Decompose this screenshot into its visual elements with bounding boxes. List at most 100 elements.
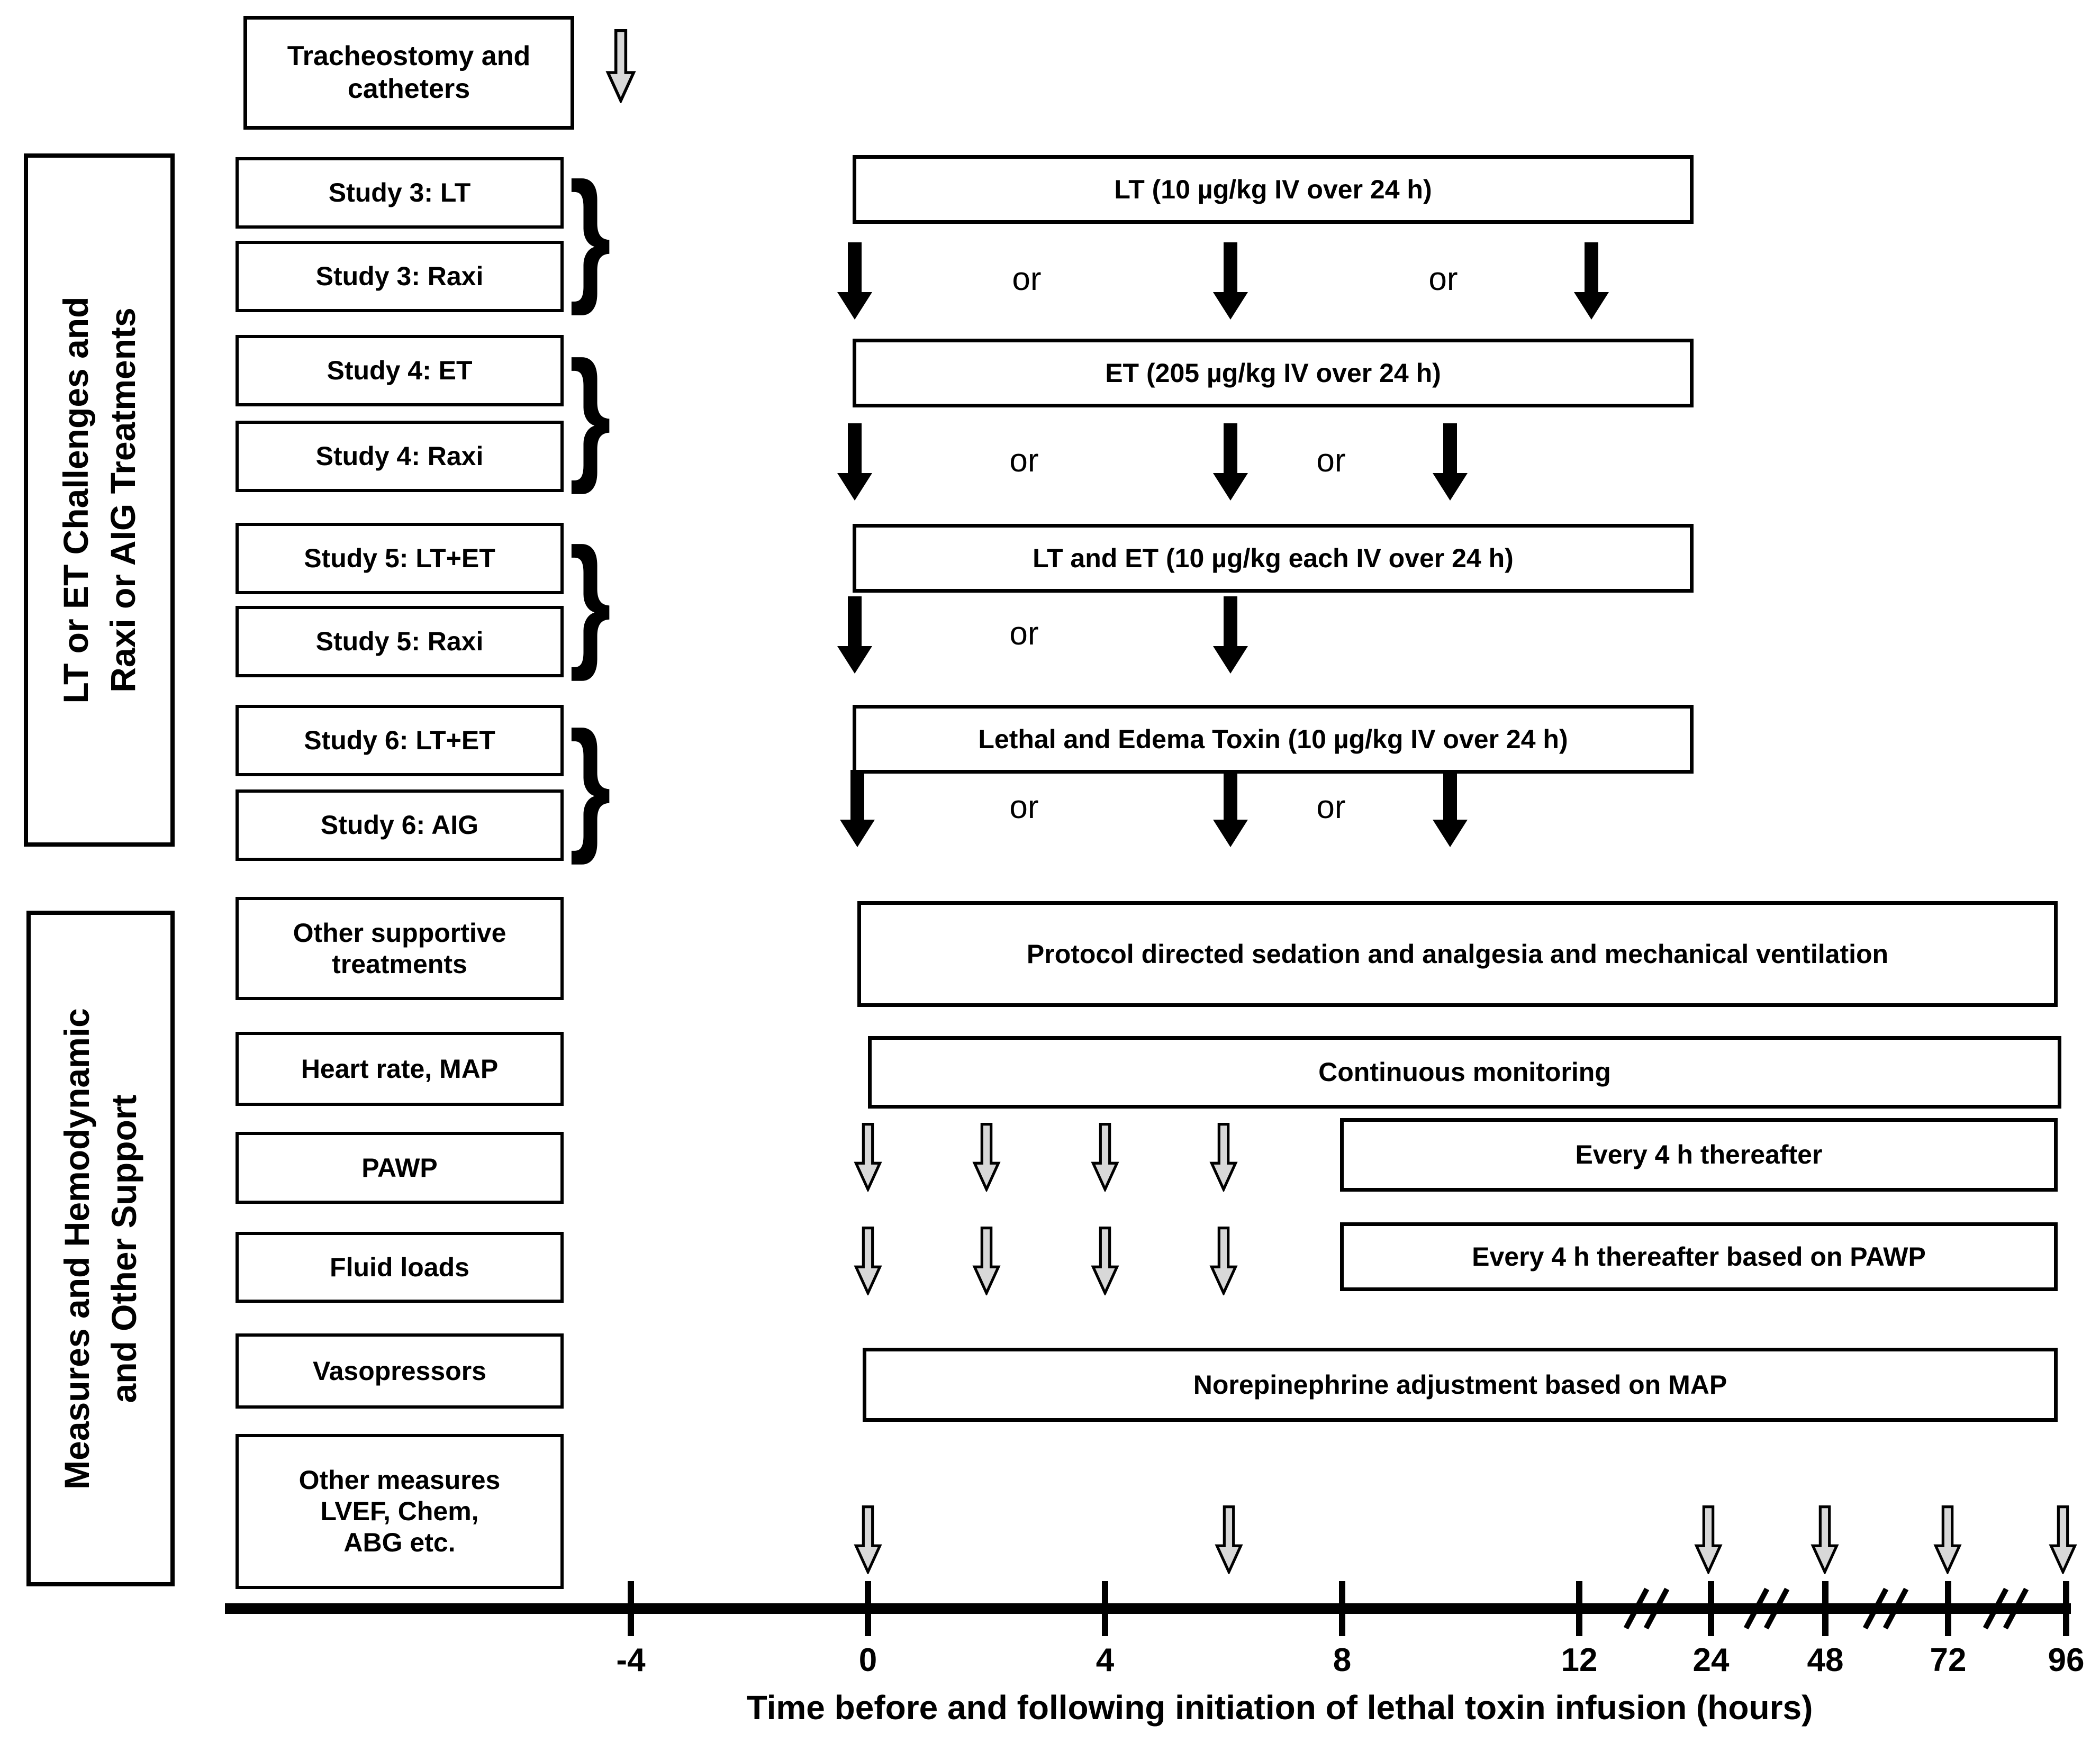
other-supportive-label: Other supportive treatments	[293, 918, 506, 979]
treatment-arrow-icon	[1574, 242, 1609, 320]
tick-label-4: 4	[1096, 1642, 1115, 1678]
heart-rate-map-label: Heart rate, MAP	[301, 1054, 499, 1084]
every-4h-label: Every 4 h thereafter	[1575, 1140, 1823, 1169]
gray-arrow-icon	[972, 1123, 1001, 1192]
gray-arrow-icon	[854, 1227, 882, 1295]
axis-tick	[1102, 1581, 1108, 1636]
treatment-arrow-icon	[1213, 242, 1248, 320]
section-measures-title-line1: Measures and Hemodynamic	[57, 1007, 96, 1490]
study5-raxi-label: Study 5: Raxi	[315, 627, 484, 656]
section-challenges-box: LT or ET Challenges and Raxi or AIG Trea…	[24, 153, 175, 847]
challenge-et-box: ET (205 µg/kg IV over 24 h)	[853, 339, 1694, 407]
axis-tick	[1945, 1581, 1951, 1636]
other-measures-label: Other measures LVEF, Chem, ABG etc.	[299, 1465, 501, 1558]
gray-arrow-icon	[1209, 1123, 1238, 1192]
axis-tick	[2063, 1581, 2069, 1636]
treatment-arrow-icon	[837, 242, 872, 320]
section-challenges-title: LT or ET Challenges and Raxi or AIG Trea…	[52, 297, 146, 704]
axis-title: Time before and following initiation of …	[746, 1688, 1813, 1727]
treatment-arrow-icon	[1213, 596, 1248, 674]
brace-study3-icon: }	[569, 151, 611, 316]
challenge-ltet-label: LT and ET (10 µg/kg each IV over 24 h)	[1033, 543, 1514, 573]
or-label: or	[1428, 261, 1458, 297]
section-challenges-title-line1: LT or ET Challenges and	[56, 296, 95, 704]
study3-lt-label: Study 3: LT	[328, 178, 471, 207]
study4-et-box: Study 4: ET	[236, 335, 564, 406]
challenge-lt-label: LT (10 µg/kg IV over 24 h)	[1114, 174, 1432, 204]
tracheostomy-box: Tracheostomy and catheters	[243, 16, 574, 130]
tick-label-96: 96	[2048, 1642, 2085, 1678]
section-measures-title: Measures and Hemodynamic and Other Suppo…	[53, 1008, 148, 1490]
study5-ltet-box: Study 5: LT+ET	[236, 523, 564, 594]
fluid-loads-box: Fluid loads	[236, 1232, 564, 1303]
study6-ltet-label: Study 6: LT+ET	[304, 725, 495, 755]
or-label: or	[1009, 789, 1039, 825]
study3-lt-box: Study 3: LT	[236, 157, 564, 229]
axis-tick	[1708, 1581, 1714, 1636]
every-4h-box: Every 4 h thereafter	[1340, 1118, 2058, 1192]
brace-study4-icon: }	[569, 330, 611, 495]
tick-label-8: 8	[1333, 1642, 1352, 1678]
study3-raxi-label: Study 3: Raxi	[315, 261, 484, 291]
or-label: or	[1009, 442, 1039, 479]
vasopressors-label: Vasopressors	[313, 1356, 486, 1386]
other-supportive-box: Other supportive treatments	[236, 897, 564, 1000]
gray-arrow-icon	[1091, 1227, 1119, 1295]
or-label: or	[1009, 615, 1039, 652]
gray-arrow-icon	[1811, 1505, 1839, 1574]
gray-arrow-icon	[972, 1227, 1001, 1295]
timeline-axis	[225, 1603, 2071, 1614]
section-measures-title-line2: and Other Support	[104, 1094, 143, 1403]
protocol-sedation-label: Protocol directed sedation and analgesia…	[1026, 939, 1889, 969]
tick-label-0: 0	[858, 1642, 877, 1678]
fluid-loads-label: Fluid loads	[330, 1252, 469, 1282]
tick-label-24: 24	[1692, 1642, 1730, 1678]
axis-tick	[865, 1581, 871, 1636]
gray-arrow-icon	[854, 1505, 882, 1574]
treatment-arrow-icon	[1433, 770, 1468, 847]
challenge-et-label: ET (205 µg/kg IV over 24 h)	[1105, 358, 1441, 388]
study6-ltet-box: Study 6: LT+ET	[236, 705, 564, 776]
or-label: or	[1316, 442, 1346, 479]
continuous-monitoring-box: Continuous monitoring	[868, 1036, 2061, 1109]
gray-arrow-icon	[605, 29, 636, 103]
pawp-box: PAWP	[236, 1132, 564, 1204]
tick-label-neg4: -4	[616, 1642, 646, 1678]
gray-arrow-icon	[1091, 1123, 1119, 1192]
section-challenges-title-line2: Raxi or AIG Treatments	[103, 307, 142, 693]
section-measures-box: Measures and Hemodynamic and Other Suppo…	[26, 911, 175, 1586]
axis-tick	[628, 1581, 634, 1636]
study4-et-label: Study 4: ET	[327, 356, 473, 385]
vasopressors-box: Vasopressors	[236, 1333, 564, 1409]
tracheostomy-label: Tracheostomy and catheters	[287, 41, 531, 104]
treatment-arrow-icon	[1213, 423, 1248, 501]
treatment-arrow-icon	[1213, 770, 1248, 847]
or-label: or	[1012, 261, 1042, 297]
norepinephrine-label: Norepinephrine adjustment based on MAP	[1193, 1369, 1727, 1400]
continuous-monitoring-label: Continuous monitoring	[1318, 1057, 1611, 1087]
gray-arrow-icon	[1933, 1505, 1962, 1574]
tick-label-48: 48	[1807, 1642, 1844, 1678]
tick-label-12: 12	[1561, 1642, 1598, 1678]
gray-arrow-icon	[1215, 1505, 1243, 1574]
treatment-arrow-icon	[840, 770, 875, 847]
treatment-arrow-icon	[1433, 423, 1468, 501]
study4-raxi-label: Study 4: Raxi	[315, 441, 484, 471]
other-measures-line2: LVEF, Chem,	[320, 1496, 479, 1526]
other-measures-box: Other measures LVEF, Chem, ABG etc.	[236, 1434, 564, 1589]
axis-tick	[1576, 1581, 1582, 1636]
axis-tick	[1339, 1581, 1345, 1636]
challenge-lethal-edema-label: Lethal and Edema Toxin (10 µg/kg IV over…	[978, 724, 1568, 754]
study6-aig-box: Study 6: AIG	[236, 789, 564, 861]
challenge-ltet-box: LT and ET (10 µg/kg each IV over 24 h)	[853, 524, 1694, 593]
study5-ltet-label: Study 5: LT+ET	[304, 543, 495, 573]
study6-aig-label: Study 6: AIG	[320, 810, 479, 840]
study4-raxi-box: Study 4: Raxi	[236, 421, 564, 492]
protocol-sedation-box: Protocol directed sedation and analgesia…	[857, 901, 2058, 1007]
brace-study6-icon: }	[569, 700, 611, 865]
study5-raxi-box: Study 5: Raxi	[236, 606, 564, 677]
or-label: or	[1316, 789, 1346, 825]
norepinephrine-box: Norepinephrine adjustment based on MAP	[863, 1348, 2058, 1422]
every-4h-pawp-label: Every 4 h thereafter based on PAWP	[1472, 1241, 1926, 1272]
other-measures-line3: ABG etc.	[343, 1528, 456, 1557]
